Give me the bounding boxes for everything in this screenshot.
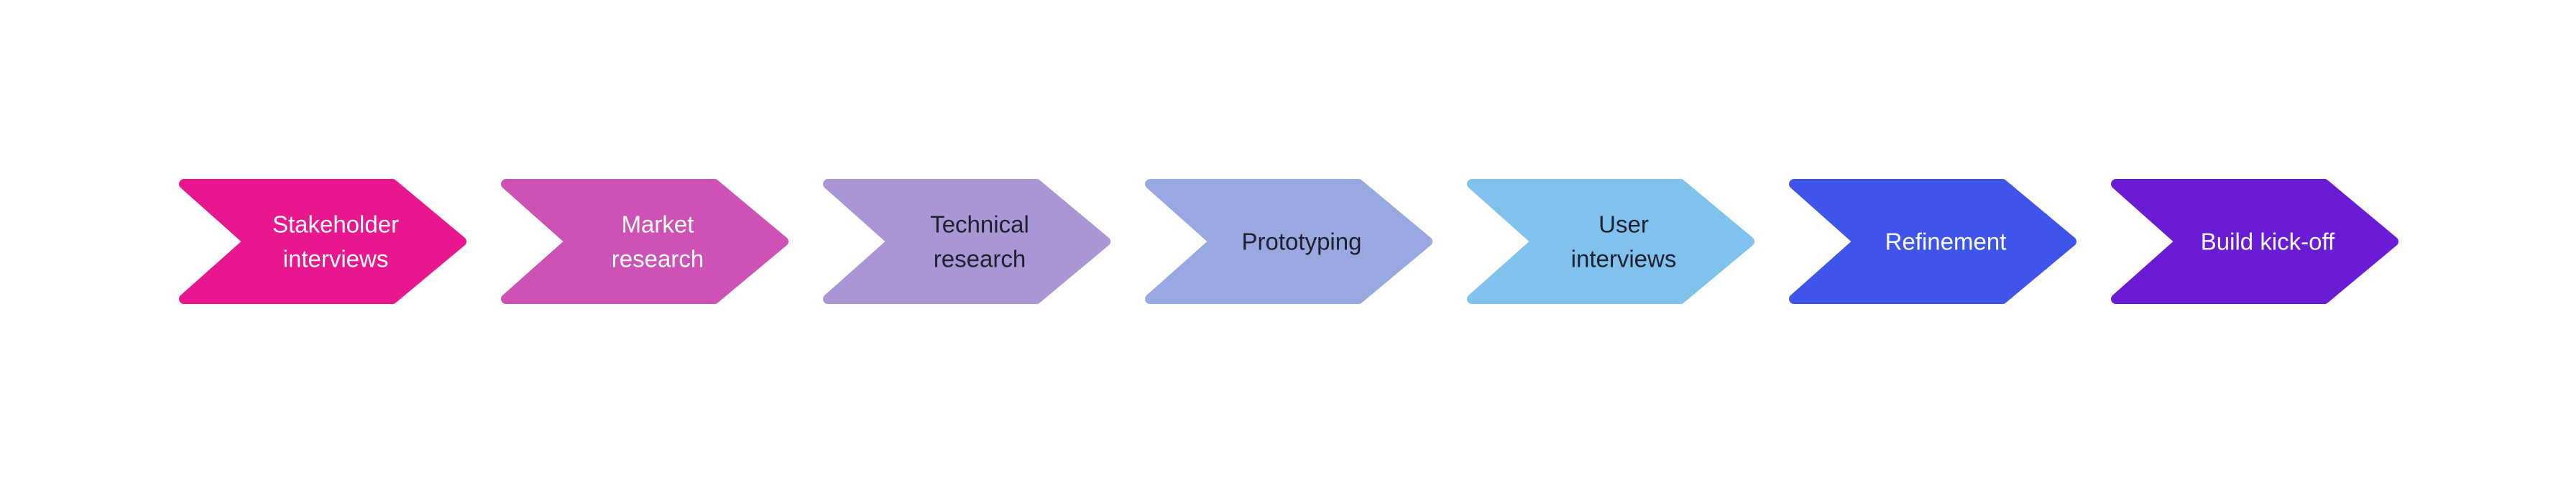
step-label-line: interviews [283,246,389,272]
step-label-line: User [1598,211,1649,238]
step-label-line: Technical [930,211,1029,238]
step-label-line: Build kick-off [2201,229,2335,255]
step-shape-user-interviews [1467,179,1754,304]
step-shape-refinement [1789,179,2076,304]
step-shape-technical-research [823,179,1110,304]
step-shape-market-research [501,179,788,304]
step-shape-prototyping [1145,179,1432,304]
step-build-kick-off: Build kick-off [2111,179,2398,304]
step-technical-research: Technical research [823,179,1110,304]
step-shape-build-kick-off [2111,179,2398,304]
step-market-research: Market research [501,179,788,304]
step-stakeholder-interviews: Stakeholder interviews [179,179,466,304]
step-label-line: research [934,246,1026,272]
step-user-interviews: User interviews [1467,179,1754,304]
step-shape-stakeholder-interviews [179,179,466,304]
step-refinement: Refinement [1789,179,2076,304]
step-label-line: research [612,246,704,272]
step-label-line: Stakeholder [272,211,399,238]
step-label-line: Market [622,211,694,238]
step-prototyping: Prototyping [1145,179,1432,304]
step-label-line: interviews [1571,246,1677,272]
step-label-line: Refinement [1885,229,2007,255]
step-label-line: Prototyping [1242,229,1362,255]
